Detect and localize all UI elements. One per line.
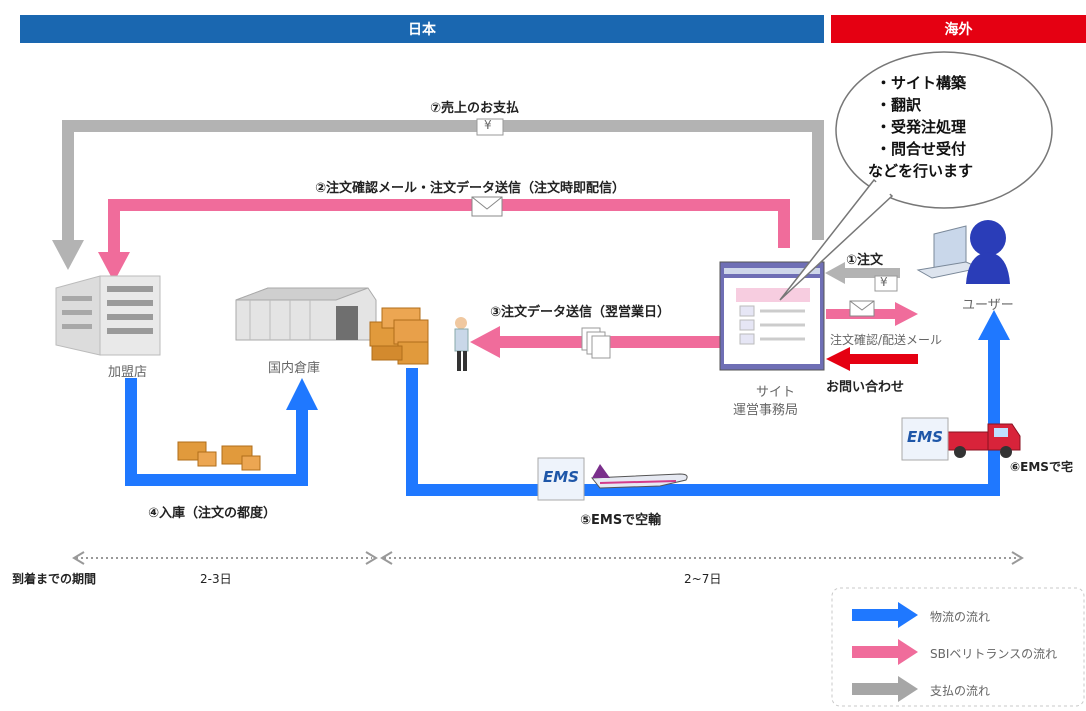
user-avatar-icon <box>966 220 1010 284</box>
speech-bubble <box>779 51 1053 301</box>
japan-label: 日本 <box>408 22 436 38</box>
step7-label: ⑦売上のお支払 <box>430 101 520 116</box>
airplane-icon <box>590 464 688 489</box>
pallet-boxes-icon <box>177 441 261 471</box>
shipping-flow-arrow <box>406 310 1010 496</box>
documents-icon <box>581 327 611 359</box>
office-label-line2: 運営事務局 <box>733 403 799 418</box>
bubble-line: ・問合せ受付 <box>876 140 967 158</box>
warehouse-icon <box>235 287 377 341</box>
laptop-icon <box>916 225 982 279</box>
yen-envelope-icon <box>476 118 504 136</box>
step3-label: ③注文データ送信（翌営業日） <box>490 305 671 320</box>
ems-logo-text-user: EMS <box>907 428 943 446</box>
timeline <box>72 551 1024 565</box>
notification-flow-arrow <box>98 199 790 282</box>
user-label: ユーザー <box>962 298 1014 313</box>
order-yen-icon <box>874 275 898 292</box>
boxes-icon <box>369 307 429 365</box>
confirm-mail-envelope-icon <box>849 300 875 317</box>
store-building-icon <box>55 275 161 356</box>
truck-icon <box>947 423 1021 458</box>
bubble-line: ・受発注処理 <box>876 118 967 136</box>
ems-logo-icon-user <box>901 417 949 461</box>
store-label: 加盟店 <box>108 365 148 380</box>
ems-logo-text: EMS <box>543 468 579 486</box>
timeline-label: 到着までの期間 <box>12 572 97 586</box>
mail-envelope-icon <box>471 196 503 217</box>
overseas-banner: 海外 <box>831 15 1086 43</box>
bubble-line: ・翻訳 <box>876 96 922 114</box>
japan-banner: 日本 <box>20 15 824 43</box>
payment-flow-arrow <box>52 120 824 270</box>
overseas-label: 海外 <box>944 22 973 38</box>
step4-label: ④入庫（注文の都度） <box>148 506 277 521</box>
legend-payment-label: 支払の流れ <box>930 684 991 698</box>
yen-symbol: ¥ <box>484 118 492 132</box>
step2-label: ②注文確認メール・注文データ送信（注文時即配信） <box>315 181 626 196</box>
warehouse-label: 国内倉庫 <box>268 361 321 376</box>
inquiry-label: お問い合わせ <box>826 380 905 395</box>
step1-label: ①注文 <box>846 253 884 268</box>
ems-logo-icon <box>537 457 585 501</box>
order-yen-symbol: ¥ <box>880 275 888 289</box>
bubble-line: ・サイト構築 <box>876 74 967 92</box>
stock-flow-arrow <box>125 378 318 486</box>
order-arrow <box>825 262 900 284</box>
timeline-segment1: 2-3日 <box>200 572 232 586</box>
legend-payment-service-label: SBIベリトランスの流れ <box>930 647 1058 661</box>
legend-logistics-label: 物流の流れ <box>930 610 991 624</box>
legend-box <box>831 587 1085 707</box>
inquiry-arrow <box>826 347 918 371</box>
bubble-line: などを行います <box>868 162 974 180</box>
step5-label: ⑤EMSで空輸 <box>580 513 662 528</box>
timeline-segment2: 2~7日 <box>684 572 722 586</box>
worker-icon <box>454 317 469 371</box>
step6-label: ⑥EMSで宅 <box>1010 460 1073 474</box>
confirm-mail-label: 注文確認/配送メール <box>830 333 943 347</box>
bubble-text: ・サイト構築 ・翻訳 ・受発注処理 ・問合せ受付 などを行います <box>868 72 1026 182</box>
office-label-line1: サイト <box>756 385 796 400</box>
website-window-icon <box>719 261 825 371</box>
